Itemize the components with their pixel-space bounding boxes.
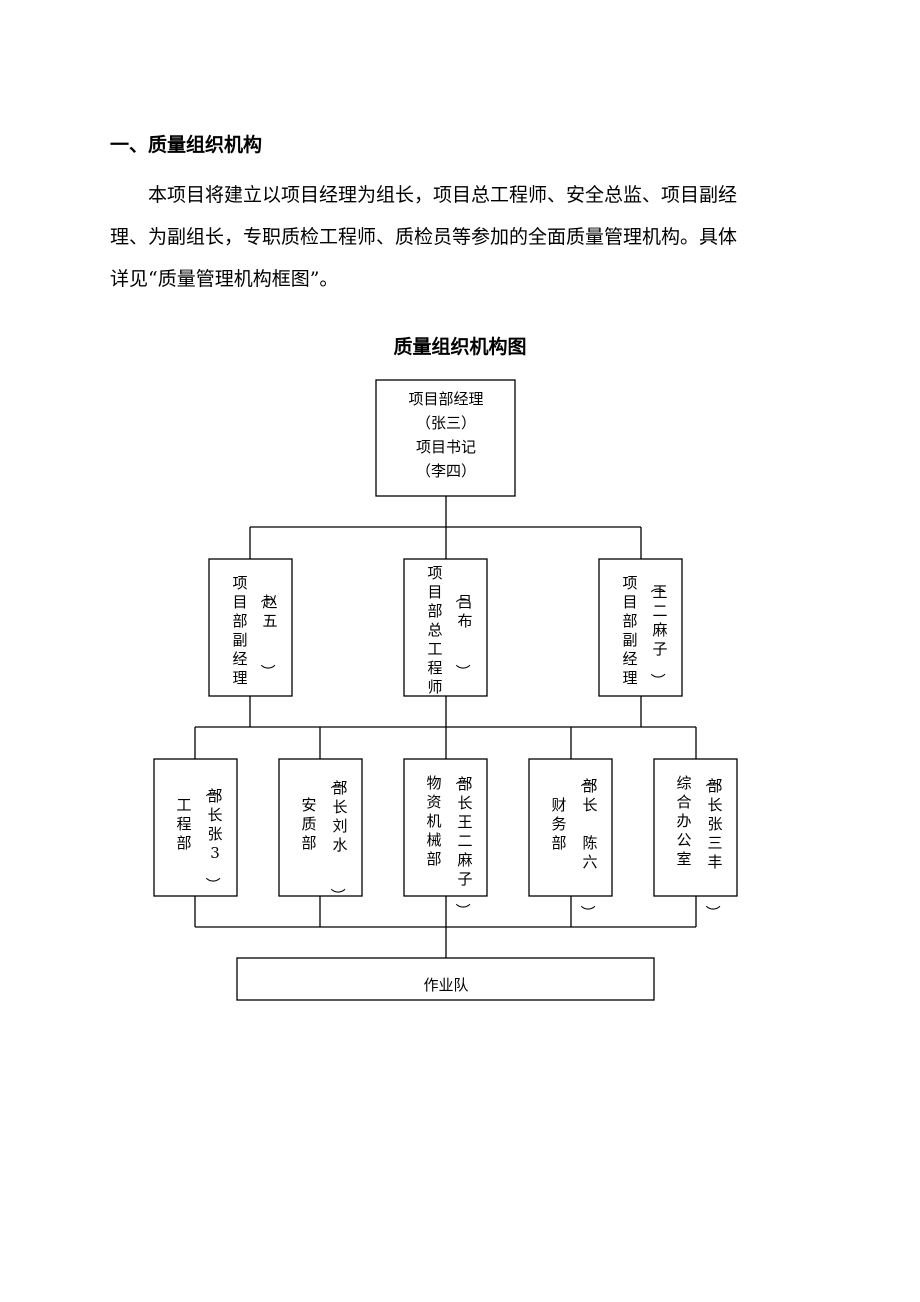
connector-lines <box>194 496 697 958</box>
secretary-name: （李四） <box>416 462 476 480</box>
manager-line-3: 项目书记 <box>416 438 476 456</box>
dept-name-5: 综合办公室 <box>676 774 691 868</box>
dept-name-4: 财务部 <box>551 796 566 852</box>
level2-role-2: 项目部总工程师 <box>427 564 442 696</box>
intro-paragraph: 本项目将建立以项目经理为组长，项目总工程师、安全总监、项目副经 理、为副组长，专… <box>110 174 832 300</box>
work-team-label: 作业队 <box>423 976 468 994</box>
dept-name-1: 工程部 <box>176 796 191 852</box>
manager-box: 项目部经理 （张三） 项目书记 （李四） <box>375 379 516 497</box>
section-heading: 一、质量组织机构 <box>110 134 263 156</box>
level2-role-1: 项目部副经理 <box>232 574 247 687</box>
dept-head-3: （部长王二麻子） <box>453 770 472 918</box>
dept-head-4: （部长 陈六 ） <box>578 772 597 920</box>
level2-role-3: 项目部副经理 <box>622 574 637 687</box>
paragraph-line-2: 理、为副组长，专职质检工程师、质检员等参加的全面质量管理机构。具体 <box>110 226 738 248</box>
org-chart-title: 质量组织机构图 <box>393 336 527 358</box>
dept-head-5: （部长张三丰 ） <box>703 772 722 920</box>
level2-box-1: 项目部副经理 （赵五 ） <box>208 558 293 697</box>
paragraph-line-3: 详见“质量管理机构框图”。 <box>110 268 339 290</box>
dept-box-4: 财务部 （部长 陈六 ） <box>528 758 613 920</box>
manager-line-2: （张三） <box>416 414 476 432</box>
level2-name-1: （赵五 ） <box>258 588 277 679</box>
work-team-box: 作业队 <box>236 957 655 1001</box>
manager-line-1: 项目部经理 <box>408 390 483 408</box>
level2-name-2: （吕布 ） <box>453 588 472 679</box>
dept-head-2: （部长刘水 ） <box>328 774 347 903</box>
dept-name-2: 安质部 <box>301 796 316 852</box>
dept-box-2: 安质部 （部长刘水 ） <box>278 758 363 903</box>
level2-box-2: 项目部总工程师 （吕布 ） <box>403 558 488 697</box>
paragraph-line-1: 本项目将建立以项目经理为组长，项目总工程师、安全总监、项目副经 <box>148 184 738 206</box>
dept-name-3: 物资机械部 <box>426 774 441 868</box>
level2-box-3: 项目部副经理 （王二麻子） <box>598 558 683 697</box>
level2-name-3: （王二麻子） <box>648 578 667 688</box>
dept-box-5: 综合办公室 （部长张三丰 ） <box>653 758 738 920</box>
dept-box-3: 物资机械部 （部长王二麻子） <box>403 758 488 918</box>
